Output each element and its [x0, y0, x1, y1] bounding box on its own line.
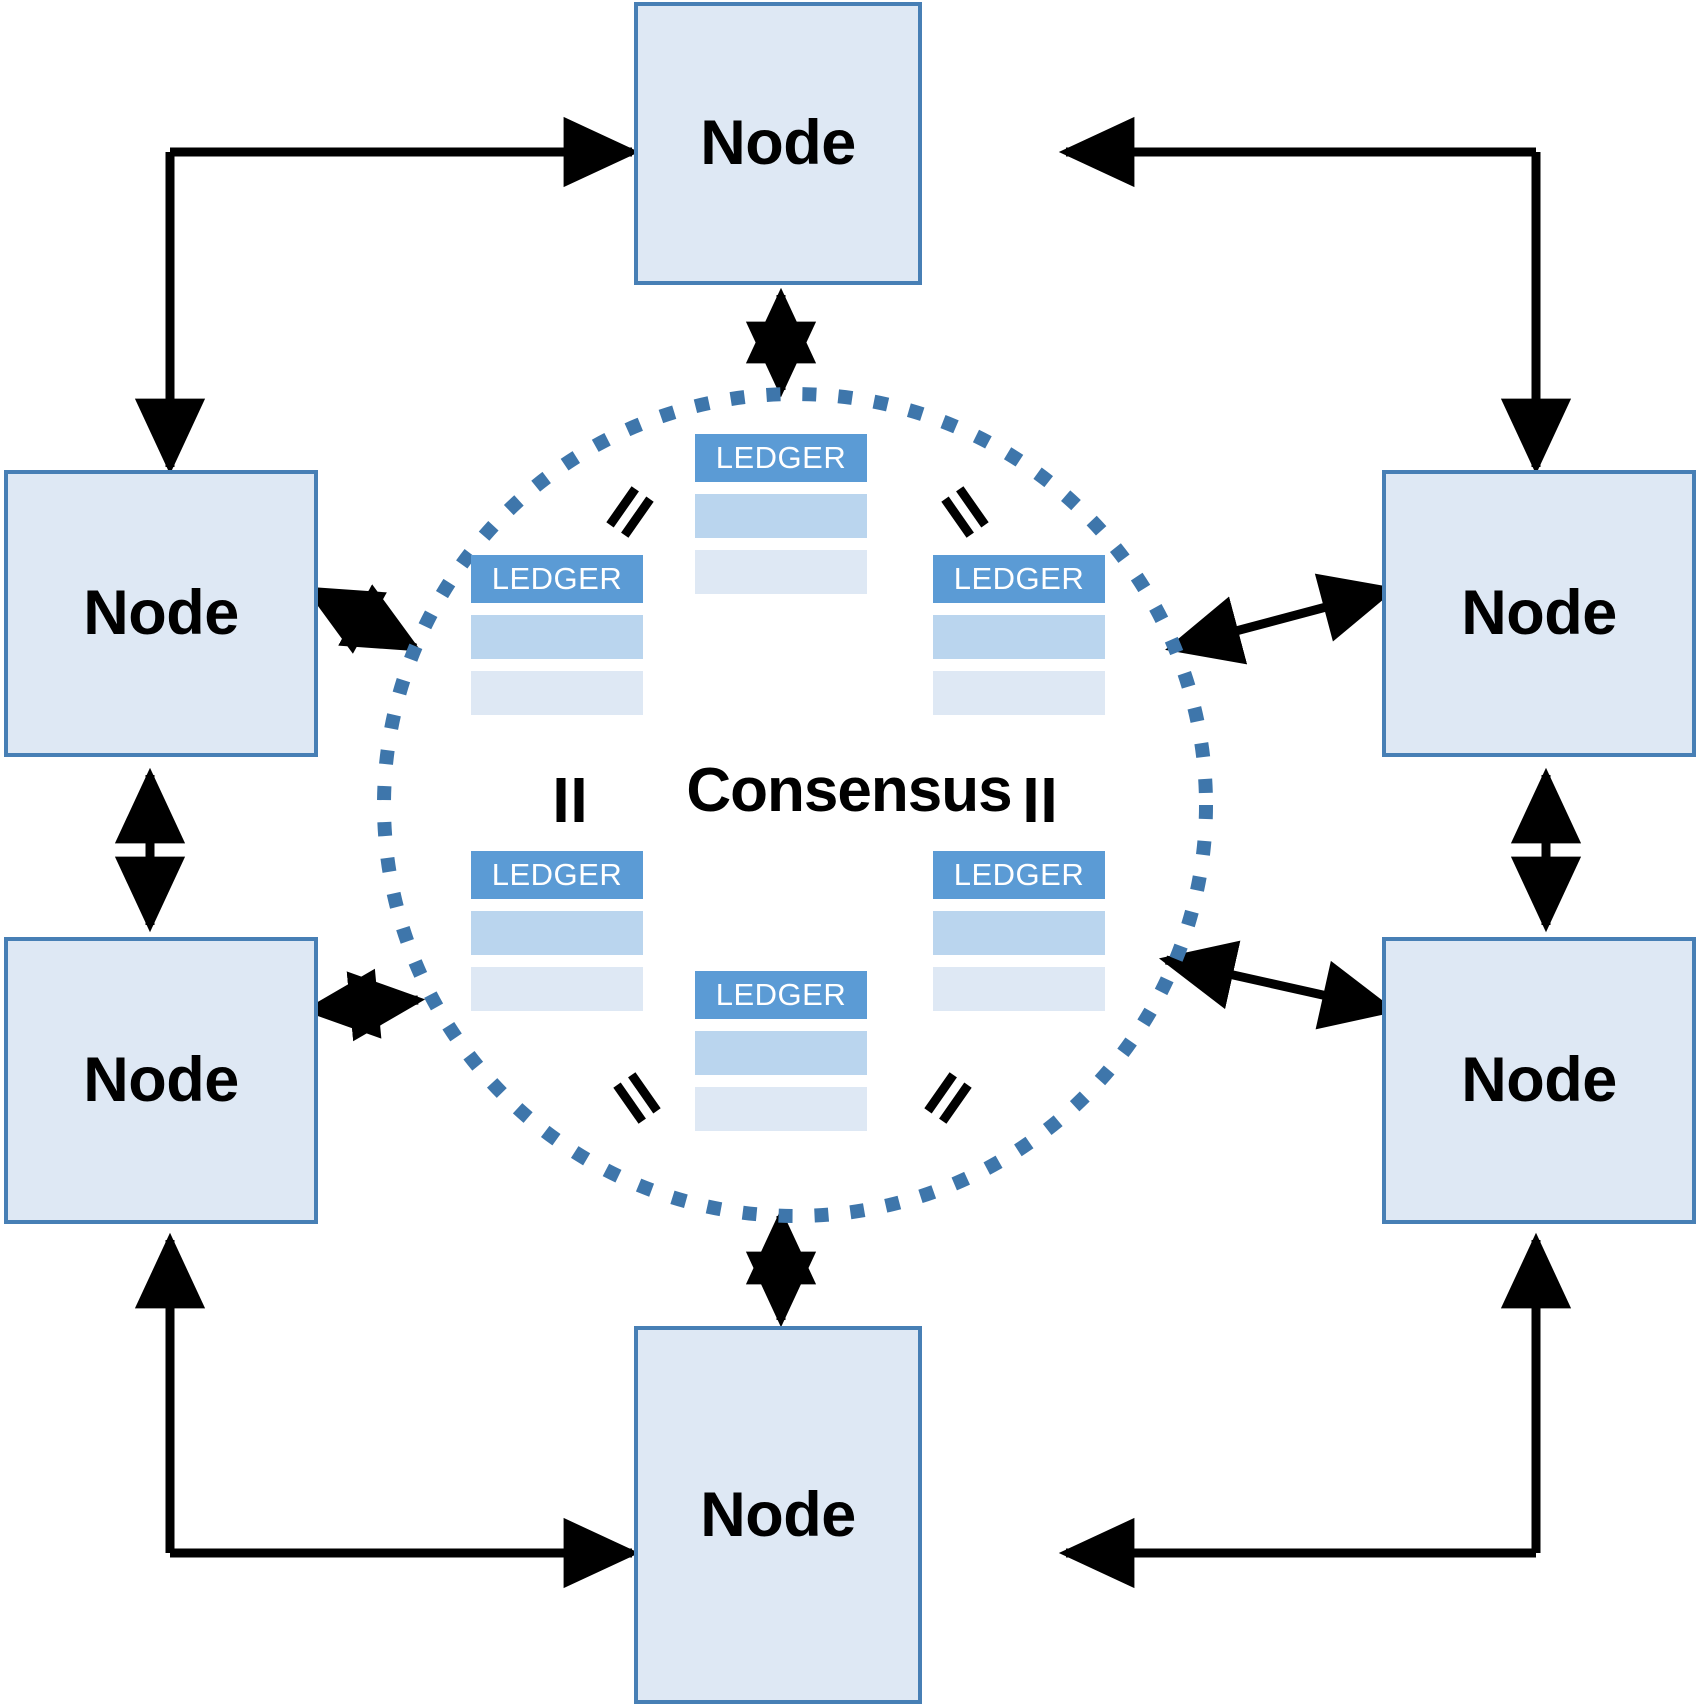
node-label: Node	[1461, 578, 1617, 648]
ledger-upper-right[interactable]: LEDGER	[933, 555, 1105, 715]
ledger-header: LEDGER	[695, 434, 867, 482]
equals-upper-left	[606, 486, 654, 538]
node-left-lower[interactable]: Node	[4, 937, 318, 1224]
node-label: Node	[700, 1479, 856, 1550]
consensus-label: Consensus	[686, 756, 1012, 825]
ledger-header: LEDGER	[695, 971, 867, 1019]
arrow-left-upper-to-circle	[303, 584, 422, 654]
ledger-top[interactable]: LEDGER	[695, 434, 867, 594]
ledger-row-2	[933, 967, 1105, 1011]
ledger-lower-right[interactable]: LEDGER	[933, 851, 1105, 1011]
ledger-row-2	[471, 671, 643, 715]
node-label: Node	[1461, 1045, 1617, 1115]
node-label: Node	[700, 108, 856, 178]
ledger-row-2	[695, 550, 867, 594]
node-right-lower[interactable]: Node	[1382, 937, 1696, 1224]
arrow-right-lower-to-circle	[1158, 940, 1398, 1030]
ledger-row-2	[471, 967, 643, 1011]
node-label: Node	[83, 578, 239, 648]
ledger-row-1	[695, 494, 867, 538]
ledger-row-1	[471, 911, 643, 955]
ledger-row-1	[933, 615, 1105, 659]
ledger-header: LEDGER	[933, 555, 1105, 603]
equals-lower-right	[924, 1072, 972, 1124]
node-label: Node	[83, 1045, 239, 1115]
equals-lower-left	[613, 1072, 661, 1124]
ledger-row-1	[695, 1031, 867, 1075]
ledger-upper-left[interactable]: LEDGER	[471, 555, 643, 715]
ledger-header: LEDGER	[933, 851, 1105, 899]
node-top[interactable]: Node	[634, 2, 922, 285]
ledger-row-1	[471, 615, 643, 659]
ledger-lower-left[interactable]: LEDGER	[471, 851, 643, 1011]
arrow-left-lower-to-circle	[302, 968, 426, 1042]
ledger-header: LEDGER	[471, 555, 643, 603]
ledger-row-2	[933, 671, 1105, 715]
ledger-row-2	[695, 1087, 867, 1131]
node-bottom[interactable]: Node	[634, 1326, 922, 1704]
arrow-right-upper-to-circle	[1165, 573, 1397, 665]
ledger-row-1	[933, 911, 1105, 955]
ledger-bottom[interactable]: LEDGER	[695, 971, 867, 1131]
node-left-upper[interactable]: Node	[4, 470, 318, 757]
ledger-header: LEDGER	[471, 851, 643, 899]
equals-upper-right	[941, 486, 989, 538]
node-right-upper[interactable]: Node	[1382, 470, 1696, 757]
